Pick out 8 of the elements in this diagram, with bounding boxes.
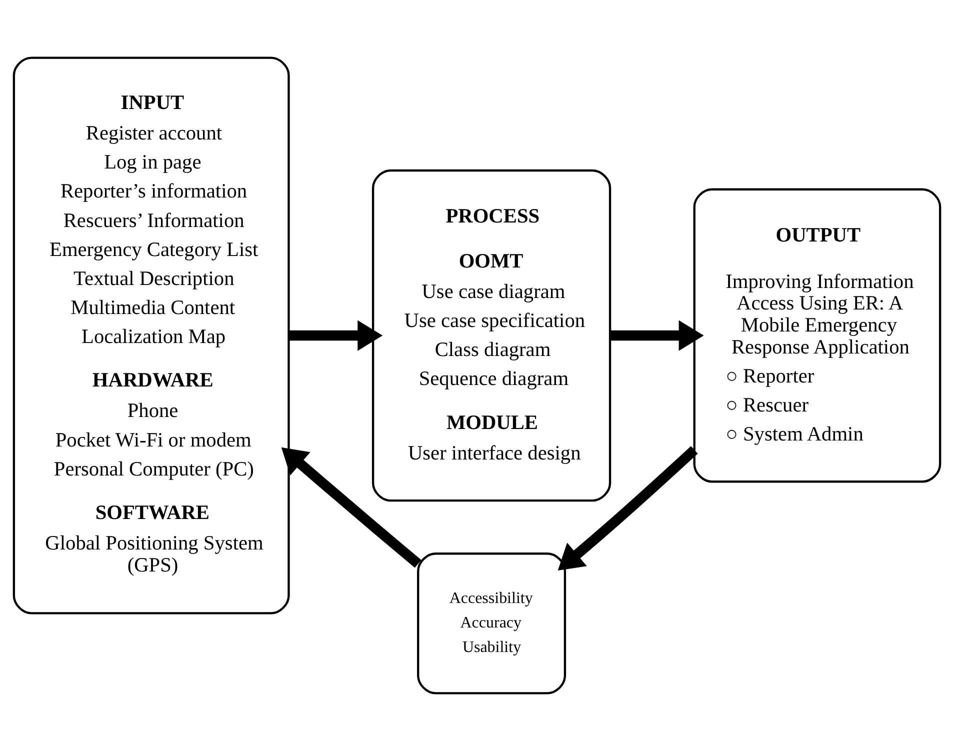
arrow xyxy=(289,320,383,351)
node-box: PROCESS OOMT Use case diagram Use case specification Class diagram Sequence diagram MODULE User interface design xyxy=(372,169,612,502)
node-box: INPUT Register account Log in page Reporter’s information Rescuers’ Information Emergency Category List Textual Description Multimedia Content Localization Map HARDWARE Phone Pocket Wi-Fi or modem Personal Computer (PC) SOFTWARE Global Positioning System (GPS) xyxy=(12,56,290,614)
arrow xyxy=(281,447,422,568)
node-box: OUTPUT Improving Information Access Using ER: A Mobile Emergency Response Application ○ Reporter ○ Rescuer ○ System Admin xyxy=(693,188,942,483)
arrow xyxy=(558,446,698,570)
arrow xyxy=(610,320,704,351)
node-box: Accessibility Accuracy Usability xyxy=(417,552,566,694)
